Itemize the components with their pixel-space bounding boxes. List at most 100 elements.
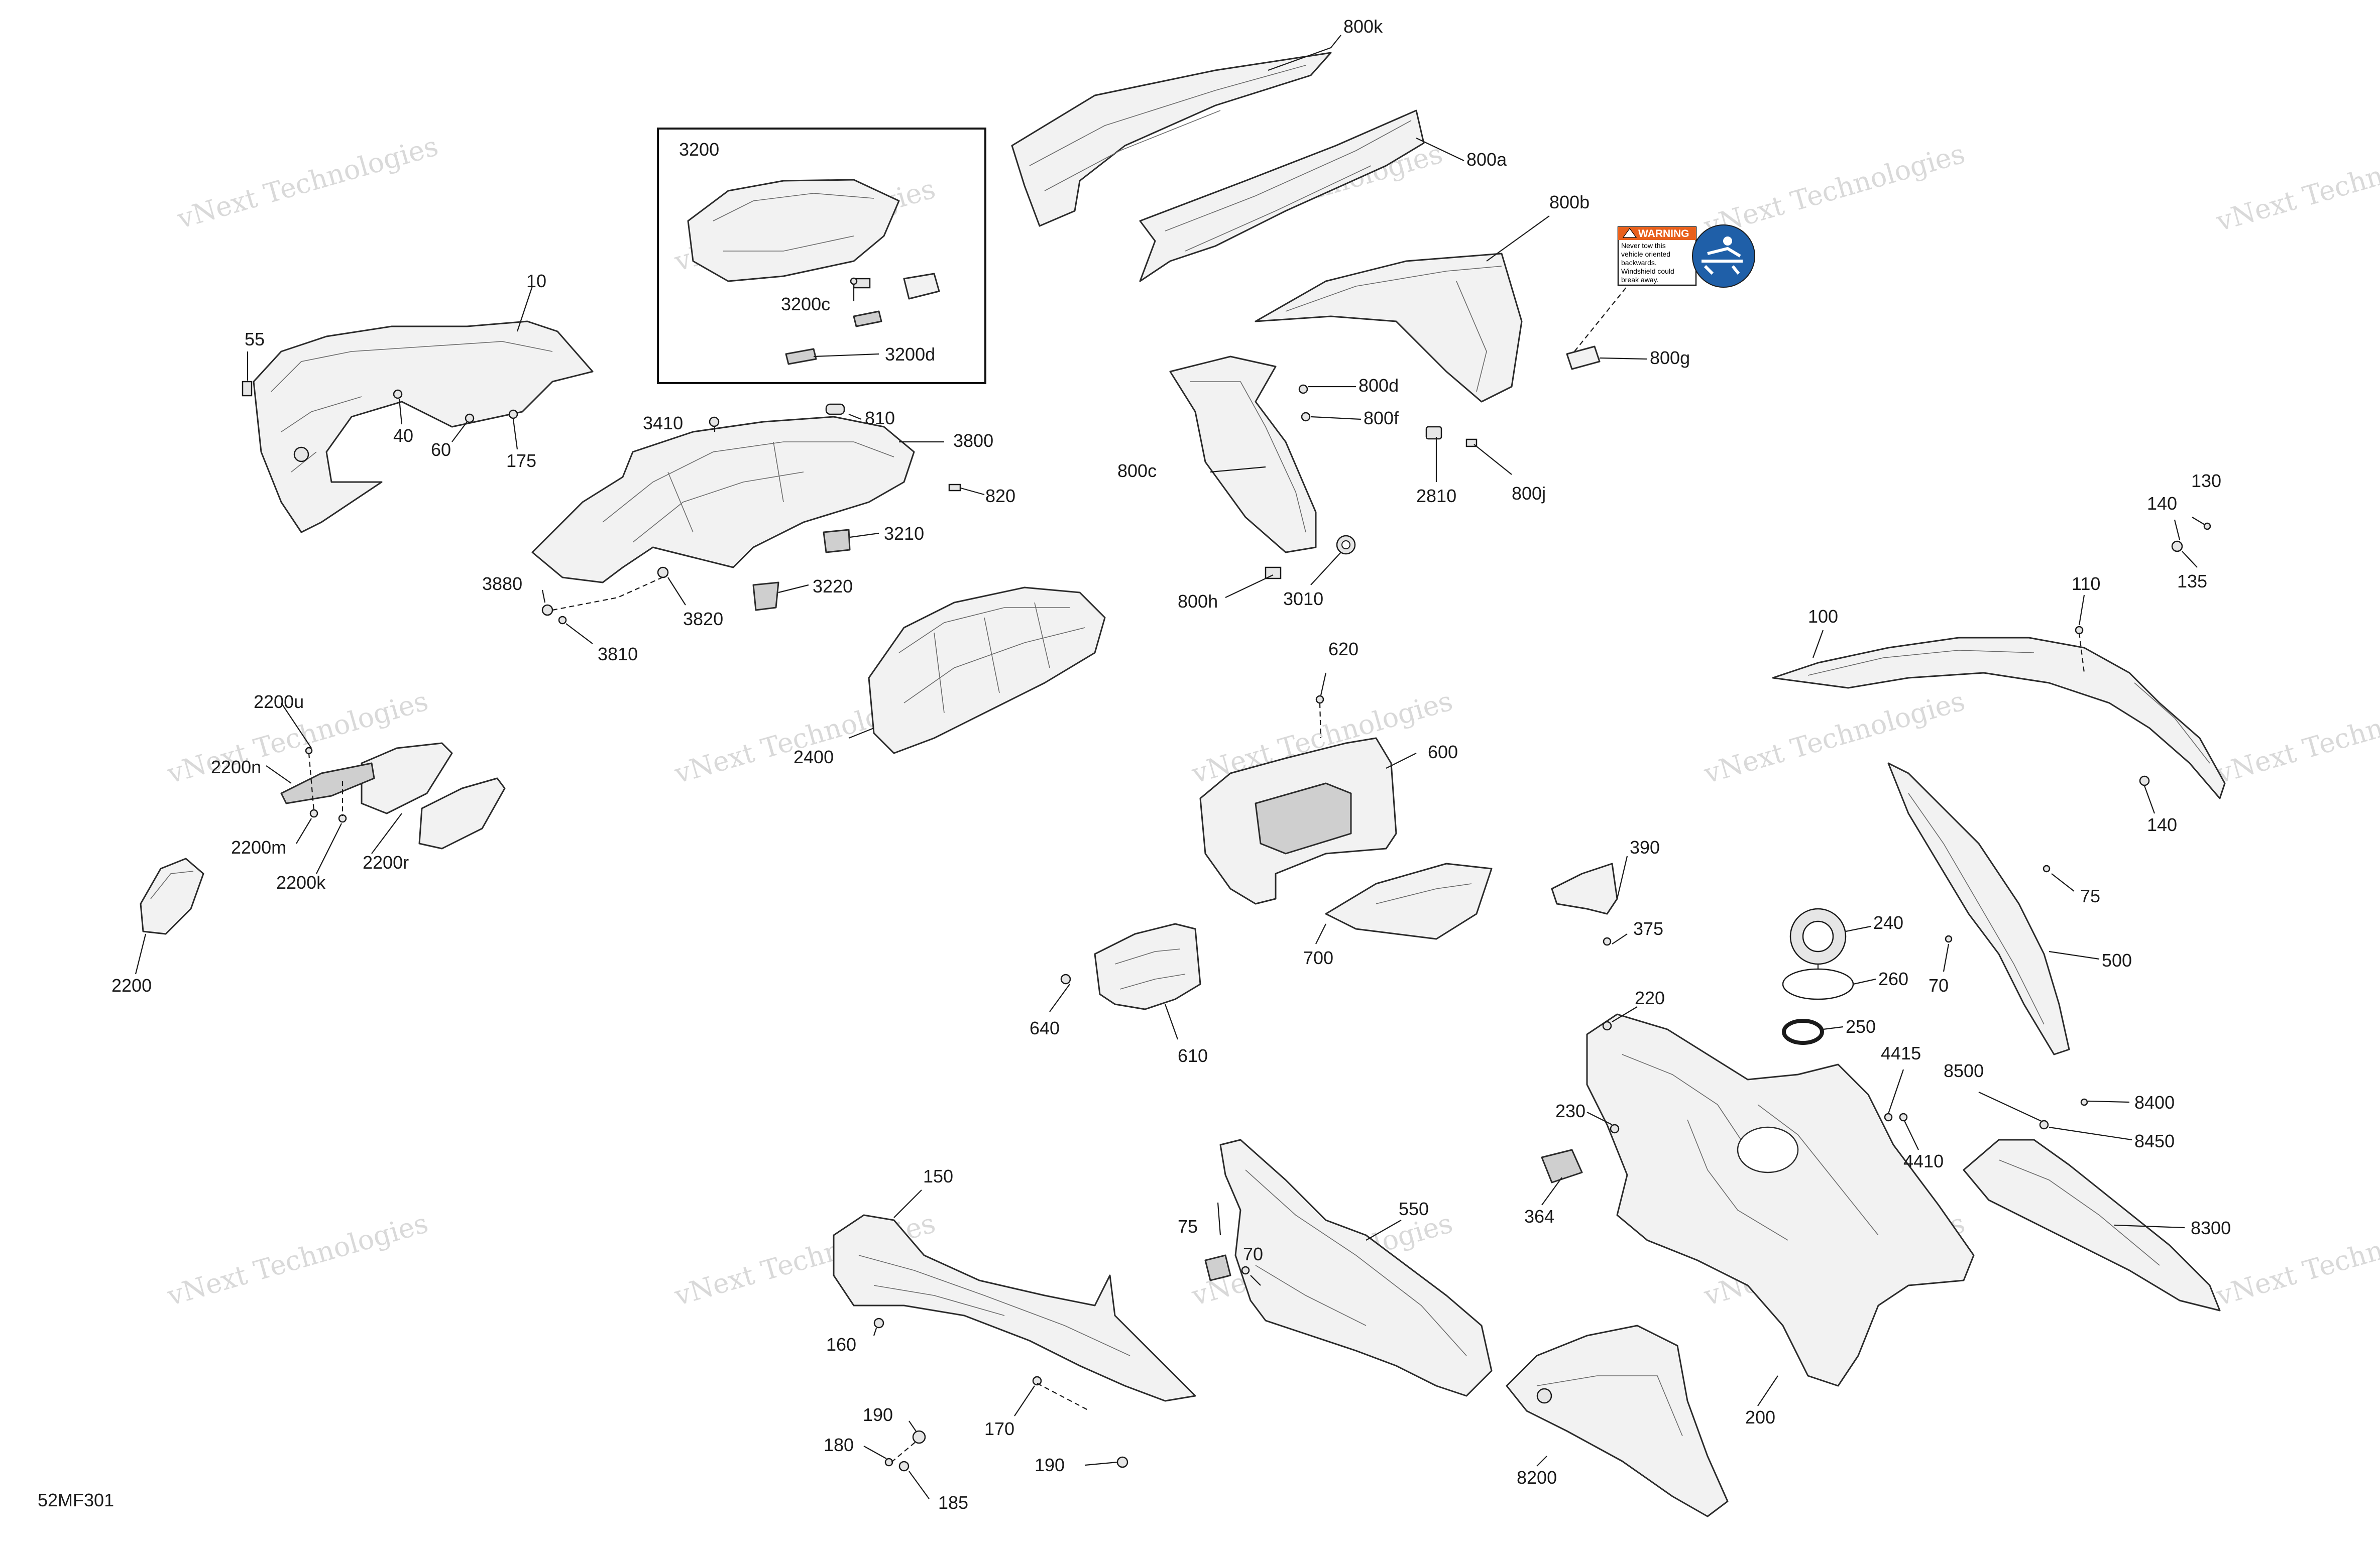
fastener-70-right [1945, 935, 1953, 943]
fastener-180 [884, 1458, 893, 1467]
warning-decal: WARNING Never tow this vehicle oriented … [1617, 224, 1755, 288]
fastener-3200c [850, 277, 858, 285]
part-3200-latch[interactable] [903, 273, 940, 300]
fastener-170 [1032, 1376, 1042, 1386]
part-200[interactable] [1586, 1013, 1975, 1387]
callout-3410: 3410 [643, 413, 683, 433]
fastener-110 [2075, 626, 2084, 635]
callout-8400: 8400 [2134, 1092, 2175, 1113]
fastener-175 [508, 409, 518, 419]
bracket-3220 [752, 581, 779, 611]
body-200-group [1541, 856, 1975, 1406]
callout-500: 500 [2102, 950, 2132, 971]
callout-55: 55 [245, 329, 265, 349]
part-550[interactable] [1219, 1139, 1493, 1397]
part-150[interactable] [833, 1214, 1196, 1402]
callout-3010: 3010 [1283, 588, 1323, 609]
fastener-3880 [541, 604, 553, 616]
callout-800a: 800a [1466, 149, 1507, 170]
callout-70-lower: 70 [1243, 1244, 1263, 1264]
fastener-4415 [1884, 1113, 1893, 1122]
part-100[interactable] [1772, 637, 2226, 799]
callout-800f: 800f [1364, 408, 1399, 428]
callout-2200n: 2200n [211, 757, 261, 777]
callout-8300: 8300 [2191, 1218, 2231, 1238]
part-390[interactable] [1551, 863, 1618, 915]
clip-800h [1265, 566, 1282, 579]
callout-140-lower: 140 [2147, 814, 2177, 835]
part-800b[interactable] [1255, 253, 1523, 403]
part-700[interactable] [1325, 863, 1493, 940]
fastener-140-lower [2139, 775, 2150, 786]
callout-2810: 2810 [1416, 486, 1456, 506]
cluster-2400-group [848, 586, 1106, 754]
part-600-opening [1255, 782, 1352, 855]
fastener-230 [1610, 1124, 1620, 1134]
callout-250: 250 [1846, 1016, 1876, 1037]
windshield-group [1011, 35, 1648, 598]
callout-375: 375 [1633, 918, 1663, 939]
part-3800[interactable] [531, 416, 915, 583]
warning-line-5: break away. [1621, 276, 1658, 284]
part-610[interactable] [1094, 923, 1201, 1010]
part-3200-cover[interactable] [687, 179, 900, 282]
bracket-3210 [823, 529, 851, 553]
fastener-375 [1603, 937, 1612, 946]
callout-135: 135 [2177, 571, 2207, 591]
pad-364 [1541, 1149, 1583, 1183]
part-800c[interactable] [1169, 355, 1317, 553]
callout-800g: 800g [1650, 347, 1690, 368]
callout-390: 390 [1630, 837, 1660, 858]
fastener-40 [393, 389, 403, 399]
part-8200[interactable] [1506, 1325, 1729, 1517]
part-800a[interactable] [1139, 109, 1425, 282]
part-8300[interactable] [1963, 1139, 2221, 1312]
fastener-640 [1060, 974, 1071, 985]
fastener-3410 [709, 416, 720, 427]
callout-600: 600 [1428, 742, 1458, 762]
fastener-220 [1602, 1021, 1612, 1031]
mirror-bracket-2200n [280, 762, 375, 804]
callout-175: 175 [506, 450, 536, 471]
part-2200[interactable] [140, 858, 204, 935]
part-3200d-a [853, 310, 882, 327]
decal-800g[interactable] [1566, 345, 1601, 370]
callout-75-lower: 75 [1178, 1216, 1198, 1237]
part-2400[interactable] [868, 586, 1106, 754]
warning-line-2: vehicle oriented [1621, 250, 1670, 258]
callout-190-lower: 190 [1035, 1455, 1065, 1475]
callout-8500: 8500 [1944, 1060, 1984, 1081]
fastener-55 [242, 381, 253, 397]
fastener-140-upper [2171, 540, 2183, 552]
callout-260: 260 [1878, 969, 1908, 989]
watermark: vNext Technologies [173, 130, 441, 235]
callout-8200: 8200 [1517, 1467, 1557, 1488]
callout-110: 110 [2072, 573, 2100, 594]
fastener-620 [1315, 695, 1324, 704]
part-800k[interactable] [1011, 52, 1332, 227]
fastener-4410 [1899, 1113, 1908, 1122]
part-2200r-mirror-b[interactable] [418, 777, 506, 850]
callout-130: 130 [2191, 470, 2221, 491]
fastener-160 [873, 1318, 884, 1329]
callout-3220: 3220 [813, 576, 853, 597]
part-2200r-mirror-a[interactable] [361, 742, 453, 814]
panel-8300-group [1963, 1092, 2221, 1312]
callout-550: 550 [1399, 1199, 1429, 1219]
tow-warning-icon [1692, 224, 1755, 288]
watermark: vNext Technologies [2212, 685, 2380, 790]
callout-140-upper: 140 [2147, 493, 2177, 514]
warning-line-1: Never tow this [1621, 242, 1666, 250]
callout-800k: 800k [1343, 16, 1383, 37]
fastener-8400 [2080, 1098, 2088, 1106]
watermark: vNext Technologies [163, 1207, 431, 1312]
callout-180: 180 [824, 1435, 854, 1455]
gasket-260 [1782, 968, 1854, 1000]
callout-2200r: 2200r [363, 852, 409, 873]
callout-800d: 800d [1358, 375, 1399, 396]
part-500[interactable] [1887, 762, 2070, 1055]
part-8200-hole [1536, 1388, 1552, 1404]
part-10[interactable] [253, 320, 594, 533]
callout-170: 170 [984, 1418, 1014, 1439]
